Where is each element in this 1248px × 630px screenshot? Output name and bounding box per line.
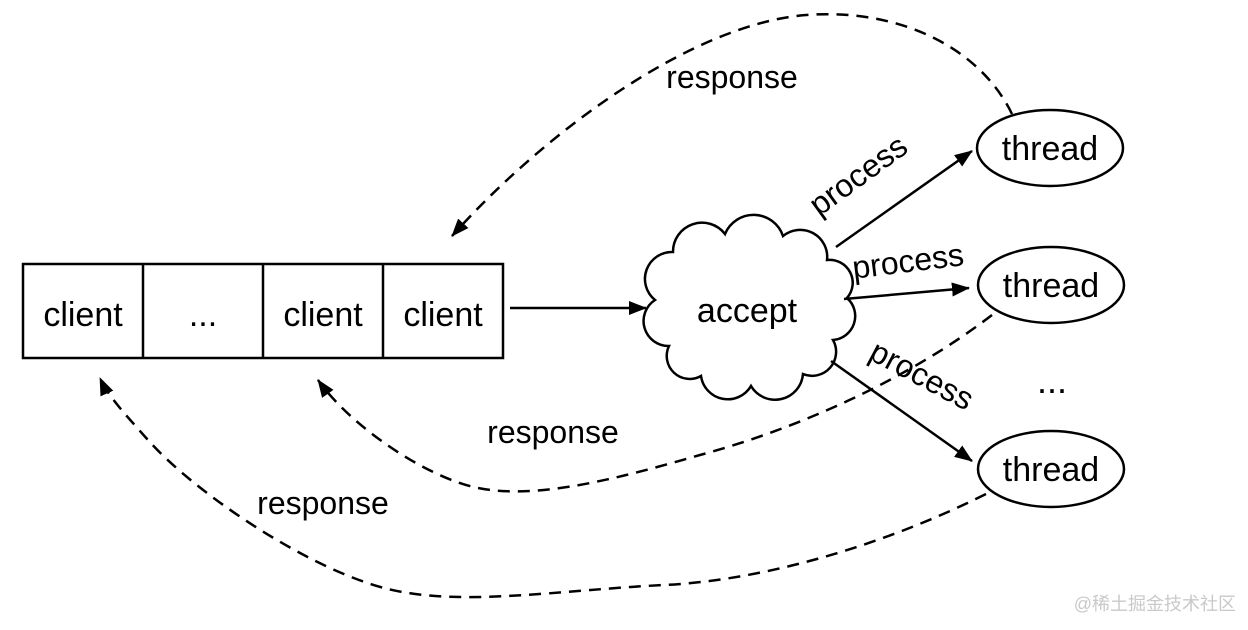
queue-ellipsis-label: ... (189, 296, 217, 334)
thread-label-1: thread (1002, 130, 1098, 168)
client-cell-label: client (43, 296, 123, 334)
process-arrow-2 (843, 282, 970, 301)
process-arrow-1 (835, 149, 973, 249)
client-queue: client ... client client (21, 262, 505, 360)
threads-ellipsis: ... (1037, 360, 1067, 401)
thread-ellipse-1 (975, 108, 1125, 188)
thread-node-2: thread (976, 245, 1126, 325)
thread-label-3: thread (1003, 451, 1099, 489)
accept-node: accept (642, 213, 857, 401)
watermark: @稀土掘金技术社区 (1074, 594, 1236, 614)
accept-label: accept (697, 292, 798, 330)
response-label-top: response (666, 59, 798, 95)
response-curve-bottom (98, 377, 987, 599)
response-curve-top (451, 12, 1014, 237)
process-label-2: process (850, 236, 966, 285)
accept-cloud (642, 213, 857, 401)
client-cell-label: client (403, 296, 483, 334)
thread-label-2: thread (1003, 267, 1099, 305)
process-label-1: process (802, 128, 914, 223)
thread-node-3: thread (976, 429, 1126, 509)
thread-ellipse-2 (976, 245, 1126, 325)
process-arrow-3 (830, 359, 973, 463)
thread-ellipse-3 (976, 429, 1126, 509)
thread-node-1: thread (975, 108, 1125, 188)
process-label-3: process (864, 333, 980, 417)
client-cell-label: client (283, 296, 363, 334)
response-label-middle: response (487, 414, 619, 450)
response-label-bottom: response (257, 485, 389, 521)
response-curve-middle (316, 314, 993, 493)
